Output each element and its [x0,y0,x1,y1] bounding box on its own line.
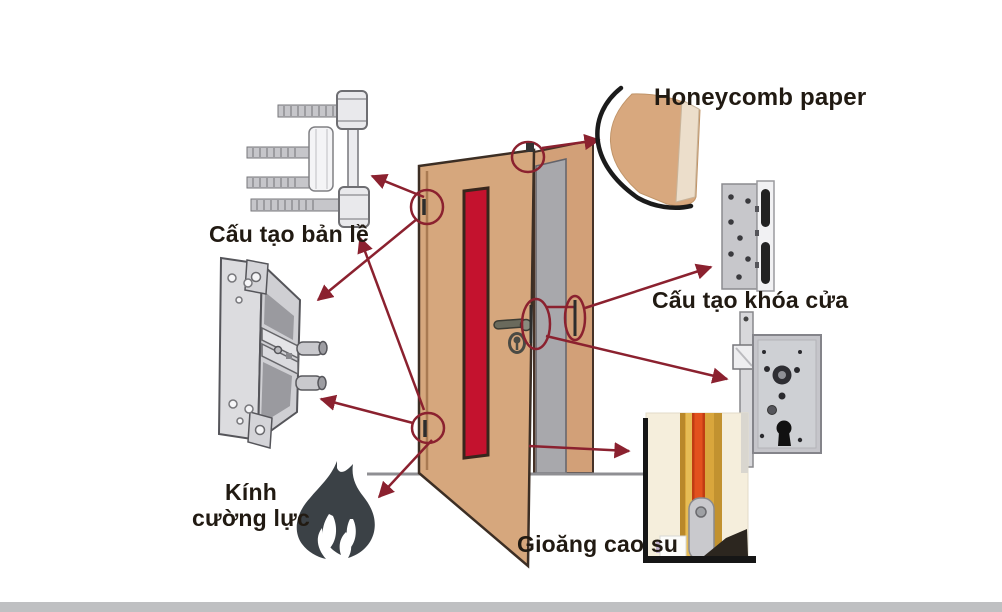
strike-plate-illustration [721,180,775,292]
honeycomb-cutaway [595,85,701,210]
glass-panel [462,186,490,460]
annotation-arrows [316,133,729,499]
lock-aux-hub [767,405,777,415]
keyhole-escutcheon [508,332,526,354]
fire-icon [296,461,375,559]
bracket-rail-1 [261,326,299,360]
label-gasket: Gioăng cao su [517,531,679,557]
bracket-pin-1-cap [318,340,328,356]
bracket-recess-bottom [261,362,292,424]
bracket-recess-top [264,292,294,340]
arrow-to-mortise-lock [545,334,729,384]
arrow-to-gasket [528,442,631,459]
bracket-rail-screw [273,345,283,355]
gasket-photo [643,412,756,563]
callout-circle-lock-edge [520,297,552,351]
label-lock: Cấu tạo khóa cửa [652,287,849,313]
strike-slot-top [761,189,770,227]
keyhole [513,336,521,344]
bracket-screw-holes [227,273,254,425]
strike-slot-bottom [761,242,770,284]
label-tempered-glass: Kính cường lực [192,479,310,531]
honeycomb-panel-edge [675,99,700,203]
door-handle [493,318,533,354]
arrow-to-honeycomb [541,133,601,151]
screw-shaft [250,198,344,212]
screw-shaft [246,176,312,189]
cutaway-arc [595,85,694,210]
flame-inner-cutout-2 [346,519,356,547]
callout-circle-top-hinge [409,188,445,226]
lock-body-dots [759,350,803,443]
callout-circles [409,140,587,445]
hinge-pin [347,124,359,190]
bracket-pin-2-cap [317,375,327,391]
door-top-core-mark [526,143,534,152]
strike-plate-holes [728,194,751,280]
door-leaf [417,148,536,569]
label-hinge: Cấu tạo bản lề [209,221,369,247]
gasket-dark-wedge [704,529,748,556]
arrow-to-hinge [370,173,425,199]
hinge-illustration [246,90,370,228]
bottom-gray-bar [0,602,1002,612]
callout-circle-bottom-hinge [410,411,446,445]
hinge-sleeve-highlight [315,129,328,189]
hinge-knuckle-bottom [338,186,370,228]
screw-threads [252,106,334,210]
hinge-knuckle-top [336,90,368,130]
gasket-photo-border-left [643,418,648,562]
arrow-to-glass-label [377,439,433,499]
arrow-to-bracket-bottom [319,394,414,425]
euro-keyhole [776,420,792,446]
gasket-photo-border-bottom [643,556,756,563]
arrow-to-hinge-label [357,236,426,411]
callout-circle-frame-edge [563,294,587,342]
screw-shaft [246,146,312,159]
mortise-lock-illustration [732,311,822,468]
strike-notches [755,206,759,268]
bracket-rail-clip [286,353,292,359]
flame-inner-cutout [322,514,337,549]
callout-circle-door-top [510,140,546,174]
label-honeycomb: Honeycomb paper [654,84,867,111]
callout-detail-marks [422,143,577,437]
arrow-to-strike-plate [584,263,713,310]
hinge-sleeve [308,126,334,192]
bracket-illustration [217,256,328,449]
frame-recess-panel [535,158,567,474]
